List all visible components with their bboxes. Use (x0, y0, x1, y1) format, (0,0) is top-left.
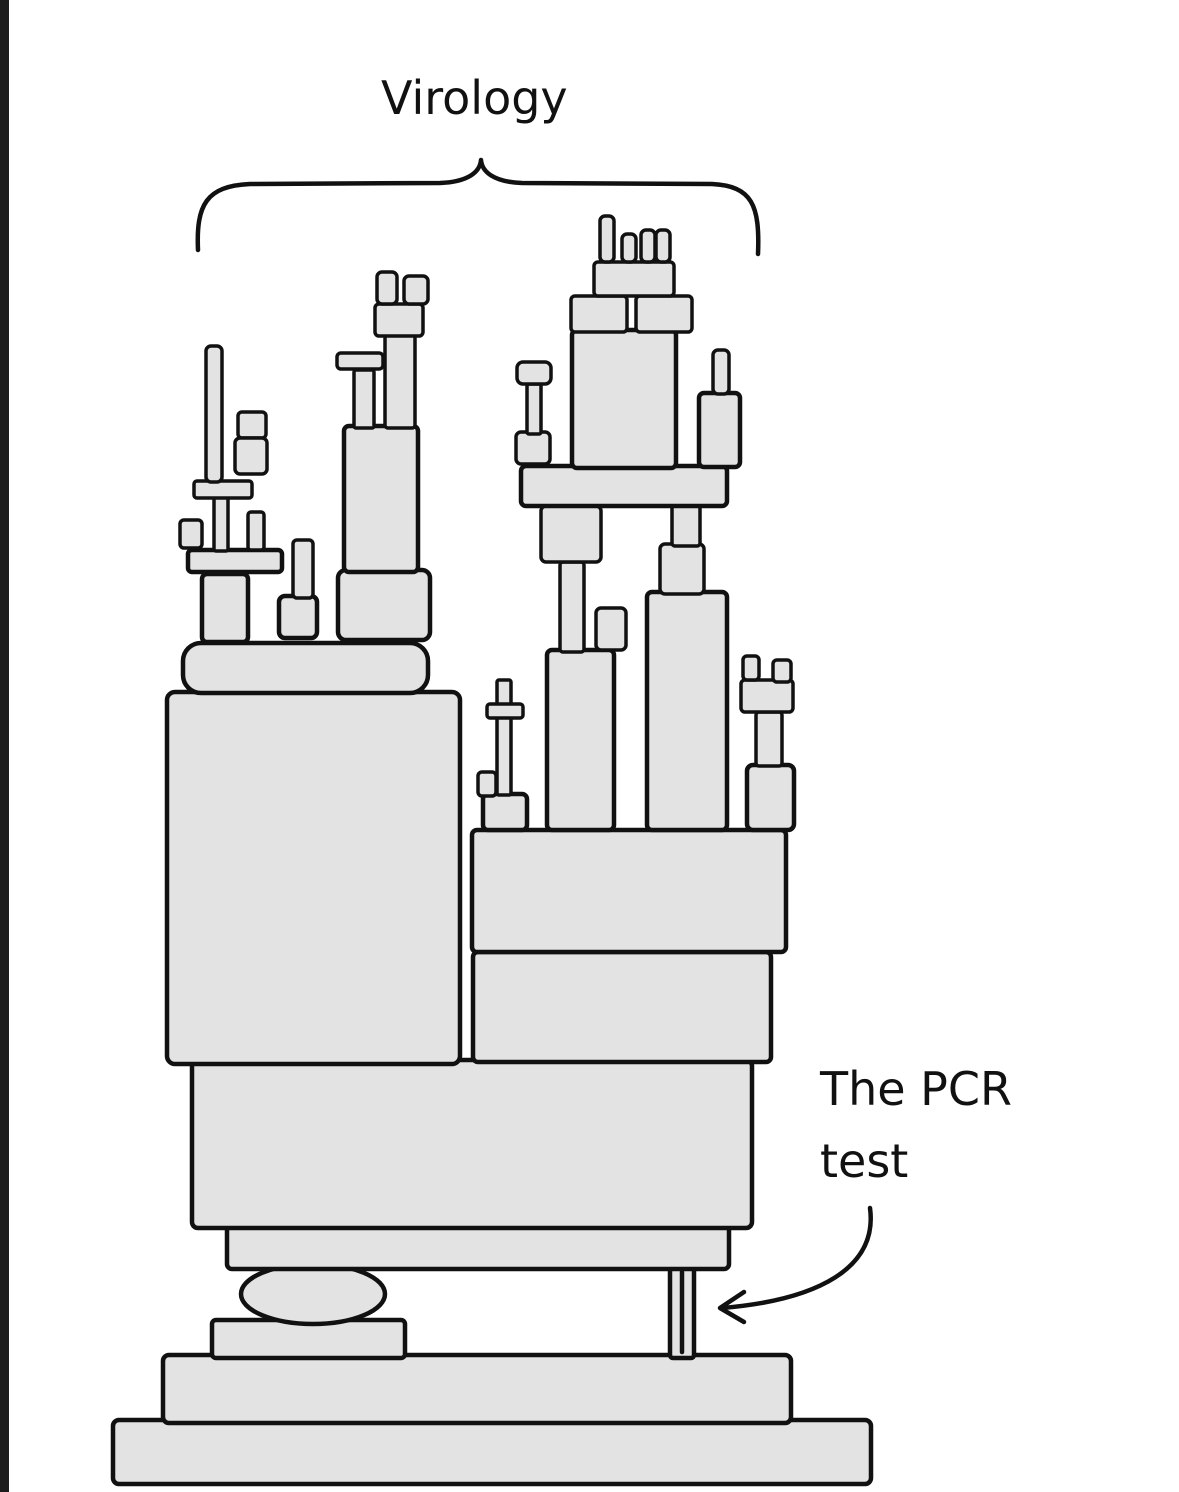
left-crossbar (192, 479, 254, 500)
right-upper-block (469, 827, 789, 955)
center-left-tall-block (341, 423, 421, 575)
right-side-knob-bottom (514, 430, 552, 466)
right-lower-block (470, 949, 774, 1065)
middle-big-block (189, 1057, 755, 1231)
center-left-base-block (335, 567, 433, 643)
right-tower-peg-d (654, 228, 672, 264)
right-column-knob-b (658, 542, 706, 596)
right-column-knob-c (539, 504, 603, 564)
far-right-cap (739, 678, 795, 714)
small-rod (291, 538, 315, 600)
pcr-arrow-head (717, 1289, 747, 1325)
left-tiny-cube (178, 518, 204, 550)
right-tower-block-left (569, 294, 629, 334)
right-side-rod (525, 382, 543, 436)
image-left-edge (0, 0, 9, 1492)
right-tower-peg-c (639, 228, 657, 264)
virology-label: Virology (381, 71, 568, 125)
far-right-knob-b (771, 658, 793, 684)
slab-under-middle (224, 1222, 732, 1272)
center-left-cap-bar (335, 351, 385, 371)
right-tower-peg-a (598, 214, 616, 264)
center-left-post-b (383, 333, 417, 430)
right-tower-shelf (518, 463, 730, 509)
pcr-test-label-line1: The PCR (820, 1062, 1012, 1116)
center-left-knob-b (402, 274, 430, 306)
base-slab-bottom (110, 1417, 874, 1487)
support-round-stone (238, 1261, 388, 1327)
right-column-connector-a (558, 560, 586, 654)
right-tower-peg-b (620, 232, 638, 264)
far-right-knob-a (741, 654, 761, 682)
right-tower-block-right (634, 294, 694, 334)
left-shelf (185, 547, 285, 575)
right-column-block-a (544, 647, 617, 833)
right-side-tall-peg (711, 348, 731, 396)
pcr-test-label-line2: test (820, 1134, 909, 1188)
center-left-post-a (352, 368, 376, 430)
left-large-block (164, 689, 463, 1067)
right-tower-main-block (569, 327, 679, 471)
right-small-crossbar (485, 702, 525, 720)
far-right-connector (754, 710, 784, 768)
left-rounded-cap (180, 640, 431, 696)
virology-brace (195, 157, 761, 257)
small-rounded-block (276, 593, 320, 641)
right-column-connector-b (670, 502, 702, 548)
right-side-tall-block (696, 390, 743, 470)
right-small-rod (495, 678, 513, 797)
left-small-pedestal (199, 571, 251, 645)
pcr-arrow (719, 1205, 873, 1311)
right-side-knob-top (515, 360, 553, 386)
left-post-b (246, 510, 266, 552)
base-slab-upper (160, 1352, 794, 1426)
left-side-cube-upper (236, 410, 268, 440)
left-tall-rod (204, 344, 224, 484)
right-tower-top-bar (592, 260, 676, 298)
center-left-cap-block (373, 302, 425, 338)
center-left-knob-a (375, 270, 399, 306)
right-column-knob-a (594, 606, 628, 652)
right-small-base (480, 791, 530, 833)
left-side-cube-lower (233, 436, 269, 476)
far-right-block (744, 762, 797, 833)
right-column-block-b (644, 589, 730, 833)
right-small-knob (476, 770, 498, 798)
left-post-a (212, 495, 230, 553)
